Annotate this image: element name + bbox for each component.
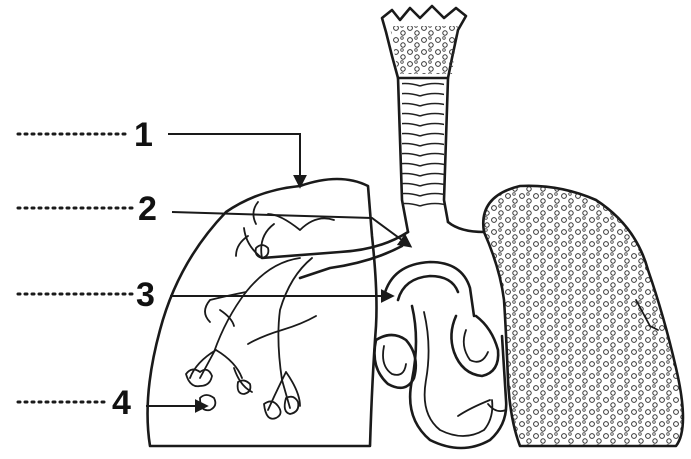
heart-vessels [375,262,507,448]
label-1: 1 [18,116,300,186]
label-4: 4 [18,384,206,422]
right-lung [483,186,683,446]
trachea [398,78,448,232]
larynx [382,6,466,78]
label-3-number: 3 [136,276,155,314]
label-4-number: 4 [112,384,131,422]
label-2-number: 2 [138,190,157,228]
label-1-number: 1 [134,116,153,154]
label-2: 2 [18,190,410,246]
